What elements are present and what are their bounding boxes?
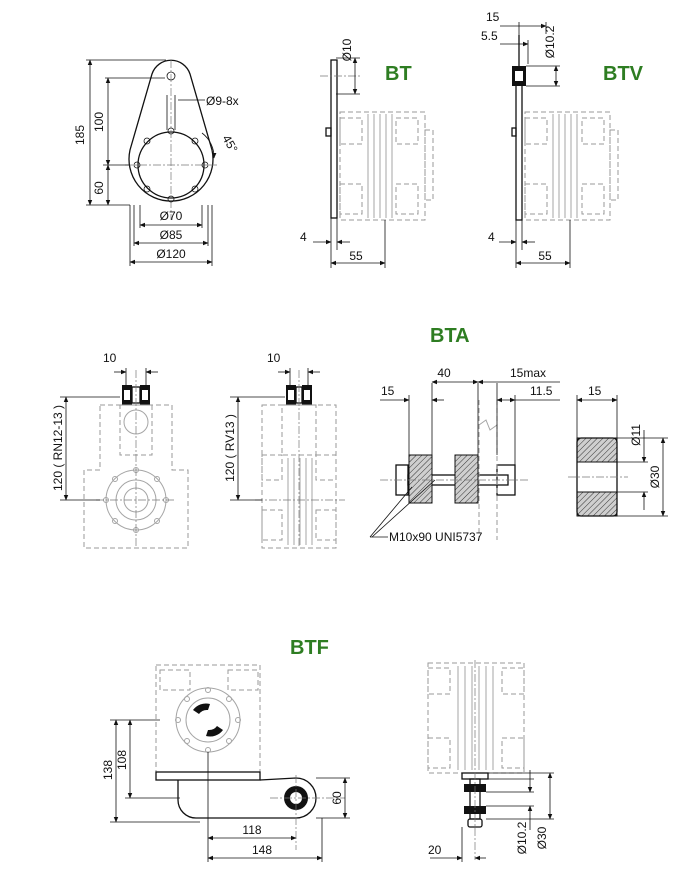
dim-dia70: Ø70 [160,209,183,223]
btf-dim-20: 20 [428,843,442,857]
bta-side-gearbox-ghost [255,370,345,549]
bta-front-view: 10 120 ( RN12-13 ) [51,351,189,549]
btf-dim-60: 60 [330,791,344,805]
bta-title: BTA [430,325,470,347]
btv-plate [515,81,523,221]
bta-bolt-dim-15: 15 [381,384,395,398]
bt-gearbox-ghost [339,111,434,221]
btf-dim-118: 118 [242,823,261,837]
btf-arm [177,777,317,819]
bta-bolt-dim-11-5: 11.5 [530,384,553,398]
btf-side-gearbox-ghost [427,662,525,774]
btf-dim-108: 108 [115,750,129,770]
btf-dim-148: 148 [252,843,272,857]
btf-dim-30: Ø30 [535,826,549,849]
bta-side-dim-10: 10 [267,351,281,365]
dim-60: 60 [92,181,106,195]
bta-bush-dim-30: Ø30 [648,465,662,488]
bta-bolt-dim-15max: 15max [510,366,546,380]
bta-bush-dim-11: Ø11 [629,424,643,446]
dim-holes: Ø9-8x [206,94,239,108]
bushing-left [408,454,433,504]
btf-dim-138: 138 [101,760,115,780]
bt-title: BT [385,63,412,85]
bt-plate [330,59,338,219]
btv-dim-15: 15 [486,10,500,24]
bta-side-dim-h: 120 ( RV13 ) [223,414,237,482]
btf-gearbox-ghost [155,664,261,773]
dim-dia120: Ø120 [156,247,186,261]
bta-bolt-spec: M10x90 UNI5737 [389,530,483,544]
dim-185: 185 [73,125,87,145]
bushing-right [454,454,479,504]
btf-side-view: Ø10.2 Ø30 20 [427,660,554,862]
btv-dim-pin: Ø10.2 [543,25,557,58]
bta-front-dim-h: 120 ( RN12-13 ) [51,405,65,491]
torque-arm-view: 185 100 60 Ø9-8x 45° Ø70 Ø85 Ø120 [73,59,241,266]
bta-bush-dim-15: 15 [588,384,602,398]
bta-front-dim-10: 10 [103,351,117,365]
btf-title: BTF [290,637,329,659]
btv-dim-offset: 55 [538,249,552,263]
bta-bushing: 15 Ø11 Ø30 [568,384,668,517]
dim-100: 100 [92,112,106,132]
bt-dim-pin: Ø10 [340,38,354,61]
bta-side-view: 10 120 ( RV13 ) [223,351,345,549]
bta-bolt-assembly: 15 40 15max 11.5 M10x90 UNI5737 [369,366,560,544]
bta-bolt-dim-40: 40 [437,366,451,380]
btf-dim-10-2: Ø10.2 [515,821,529,854]
dim-dia85: Ø85 [160,228,183,242]
arm-bolt-holes [133,127,209,203]
btv-dim-5-5: 5.5 [481,29,498,43]
btf-front-view: 138 108 60 118 148 [101,664,350,862]
bta-front-gearbox-ghost [83,370,189,549]
btv-dim-thick: 4 [488,230,495,244]
btv-view: BTV 15 5.5 Ø10.2 [481,10,644,268]
dim-angle: 45° [219,133,240,156]
btv-gearbox-ghost [524,111,619,221]
bt-dim-thick: 4 [300,230,307,244]
bt-dim-offset: 55 [349,249,363,263]
btv-title: BTV [603,63,644,85]
bt-view: BT Ø10 4 55 [300,38,434,268]
